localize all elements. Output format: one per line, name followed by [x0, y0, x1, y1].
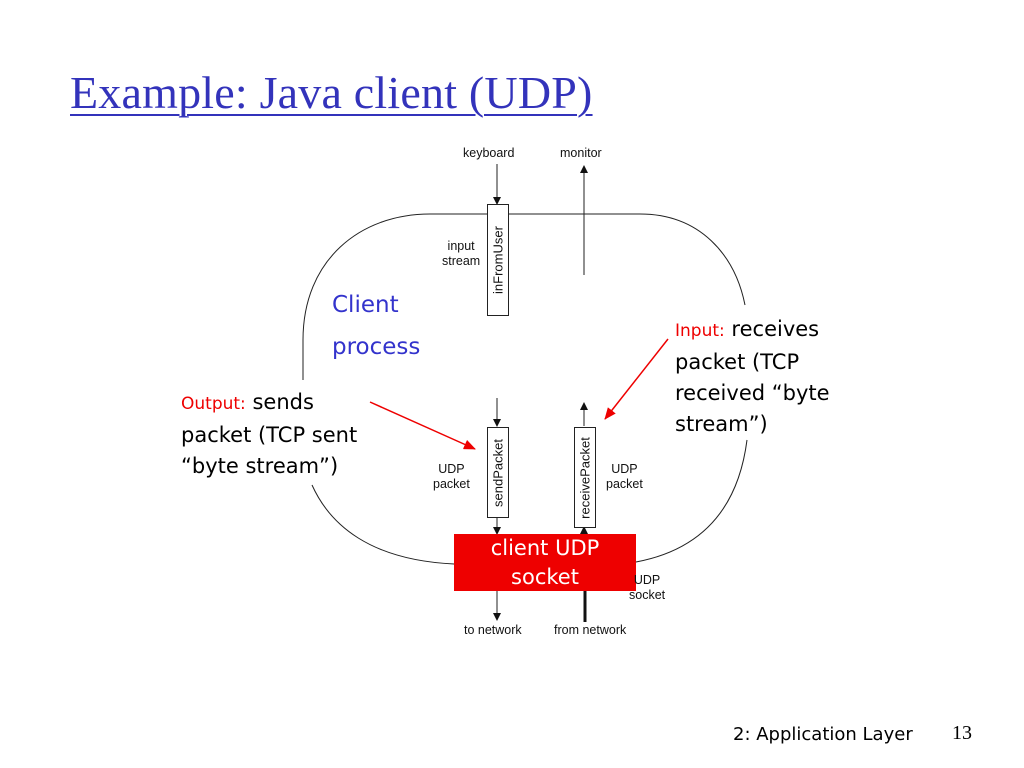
in-from-user-label: inFromUser: [490, 226, 506, 294]
input-note: Input: receives packet (TCP received “by…: [675, 317, 830, 436]
send-packet-label: sendPacket: [490, 438, 506, 507]
input-stream-label: input stream: [442, 239, 481, 268]
receive-packet-box: receivePacket: [574, 427, 596, 528]
input-keyword: Input:: [675, 321, 725, 341]
footer-section-label: 2: Application Layer: [733, 724, 913, 745]
client-process-label: Client process: [332, 292, 421, 360]
to-network-label: to network: [464, 623, 522, 637]
udp-packet-left-label: UDP packet: [433, 462, 470, 491]
udp-packet-right-label: UDP packet: [606, 462, 643, 491]
process-outline-bottom-right: [635, 439, 748, 563]
output-annotation-arrow: [369, 401, 476, 450]
client-udp-socket: client UDP socket: [454, 534, 636, 591]
slide-title: Example: Java client (UDP): [70, 67, 593, 118]
receive-packet-label: receivePacket: [577, 436, 593, 519]
process-outline-bottom-left: [311, 484, 455, 565]
output-note: Output: sends packet (TCP sent “byte str…: [181, 390, 358, 478]
keyboard-label: keyboard: [463, 146, 515, 160]
input-annotation-arrow: [604, 338, 669, 420]
process-outline-top: [302, 213, 746, 380]
udp-socket-label: UDP socket: [629, 573, 666, 602]
page-number: 13: [952, 722, 972, 744]
in-from-user-box: inFromUser: [487, 204, 509, 316]
monitor-label: monitor: [560, 146, 602, 160]
from-network-label: from network: [554, 623, 627, 637]
send-packet-box: sendPacket: [487, 427, 509, 518]
output-keyword: Output:: [181, 394, 246, 414]
